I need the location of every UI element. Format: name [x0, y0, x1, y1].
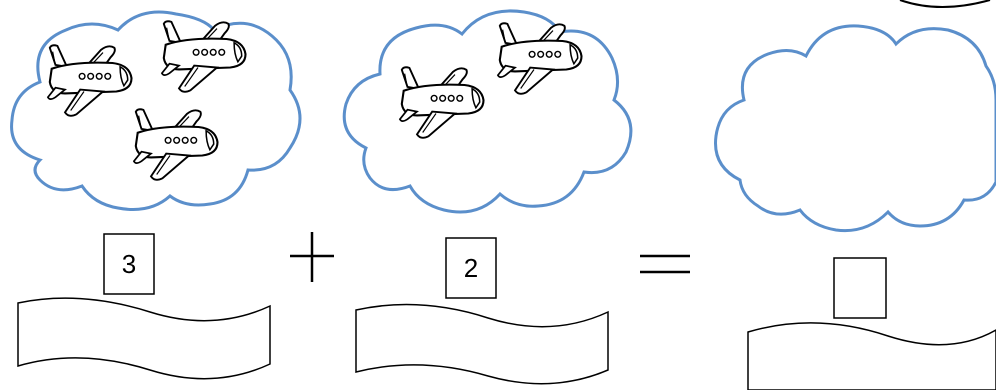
result-cloud	[714, 24, 996, 233]
number-box-middle	[445, 237, 497, 299]
corner-cloud-edge	[899, 0, 991, 8]
banner-result	[747, 322, 996, 390]
number-left: 3	[122, 249, 136, 279]
answer-box[interactable]	[833, 257, 887, 319]
banner-middle	[355, 303, 609, 385]
plus-operator	[290, 232, 334, 282]
number-box-left	[103, 233, 155, 295]
banner-left	[17, 297, 271, 380]
number-middle: 2	[464, 253, 478, 283]
middle-group: 2	[342, 9, 633, 385]
middle-cloud	[342, 9, 633, 214]
left-group: 3	[10, 10, 302, 380]
result-group	[714, 0, 996, 390]
equals-operator	[640, 254, 690, 274]
